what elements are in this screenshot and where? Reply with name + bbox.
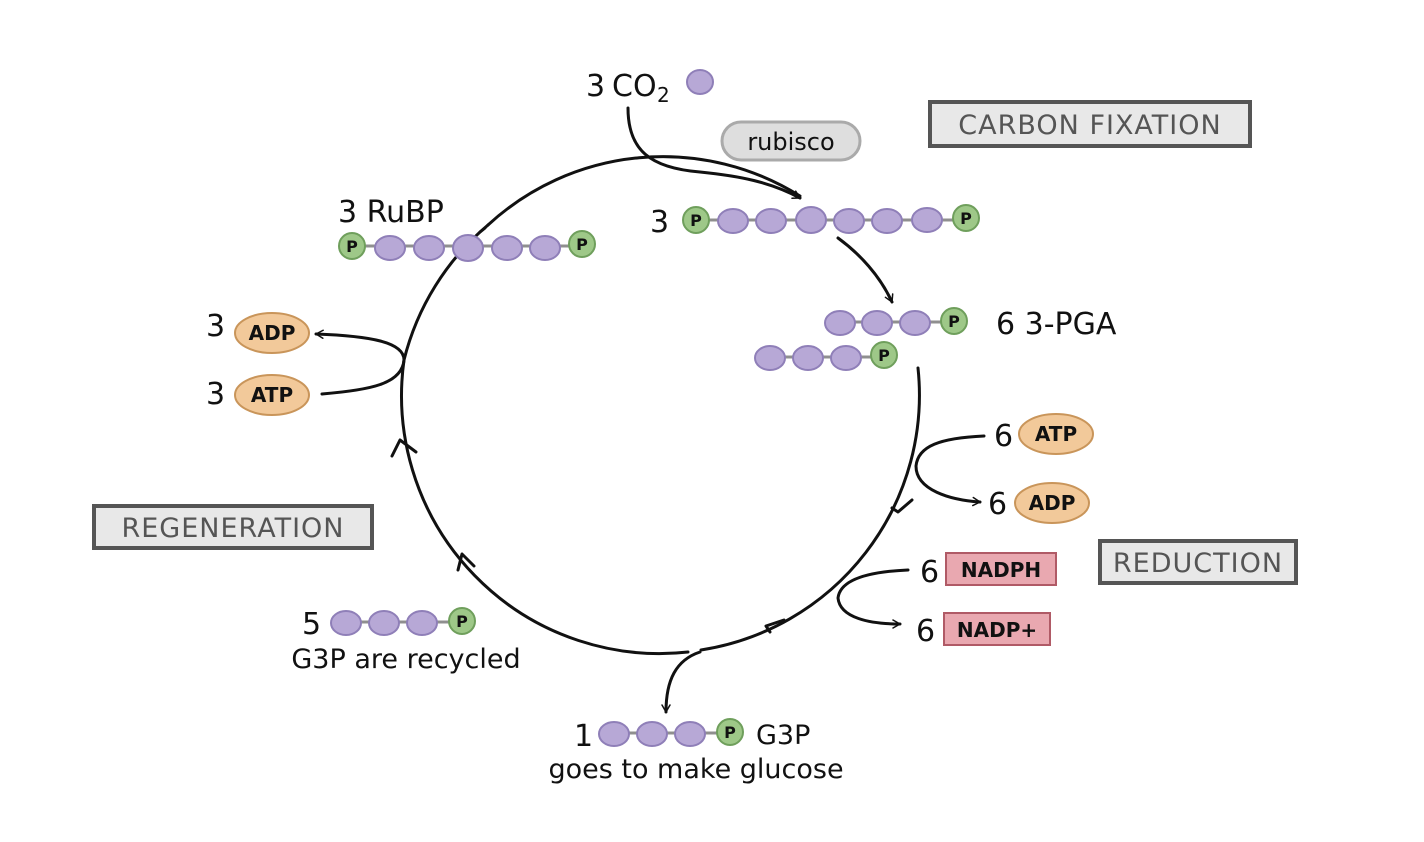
atp-pill bbox=[1018, 413, 1094, 455]
phosphate-icon bbox=[940, 307, 968, 335]
co2-subscript: 2 bbox=[657, 83, 670, 107]
regen-atp-count: 3 bbox=[206, 377, 225, 412]
svg-text:P: P bbox=[690, 211, 702, 230]
carbon-icon bbox=[792, 345, 824, 371]
co2-count: 3 bbox=[586, 69, 605, 104]
co2-input: 3 CO 2 bbox=[586, 69, 802, 200]
nadp-box bbox=[943, 612, 1051, 646]
carbon-icon bbox=[636, 721, 668, 747]
regen-atp-adp-arrow bbox=[314, 329, 406, 396]
regeneration-atp-adp: 3 ADP 3 ATP bbox=[206, 309, 406, 416]
nadph-arrow bbox=[836, 568, 910, 629]
carbon-icon bbox=[830, 345, 862, 371]
ring-chevron-icon bbox=[456, 552, 476, 572]
recycled-count: 5 bbox=[302, 607, 321, 642]
carbon-icon bbox=[406, 610, 438, 636]
reduction-adp-count: 6 bbox=[988, 487, 1007, 522]
carbon-icon bbox=[413, 235, 445, 261]
co2-label: CO bbox=[612, 69, 657, 104]
six-carbon-intermediate: 3 P P bbox=[650, 204, 980, 304]
output-caption: goes to make glucose bbox=[548, 754, 843, 785]
rubisco-label: rubisco bbox=[747, 128, 834, 156]
carbon-icon bbox=[899, 310, 931, 336]
six-carbon-count: 3 bbox=[650, 205, 669, 240]
phosphate-icon bbox=[870, 341, 898, 369]
atp-pill bbox=[234, 374, 310, 416]
regen-adp-count: 3 bbox=[206, 309, 225, 344]
carbon-icon bbox=[833, 208, 865, 234]
recycled-caption: G3P are recycled bbox=[291, 644, 520, 675]
carbon-icon bbox=[452, 234, 484, 262]
phosphate-icon bbox=[682, 206, 710, 234]
ring-chevron-icon bbox=[890, 498, 914, 514]
ring-chevron-icon bbox=[764, 618, 786, 634]
regen-atp-label: ATP bbox=[251, 383, 293, 407]
carbon-icon bbox=[861, 310, 893, 336]
carbon-icon bbox=[374, 235, 406, 261]
reduction-atp-count: 6 bbox=[994, 419, 1013, 454]
nadp-label: NADP+ bbox=[957, 618, 1037, 642]
svg-text:P: P bbox=[346, 237, 358, 256]
carbon-icon bbox=[911, 207, 943, 233]
carbon-icon bbox=[598, 721, 630, 747]
phosphate-icon bbox=[952, 204, 980, 232]
carbon-icon bbox=[368, 610, 400, 636]
reduction-nadph: 6 NADPH 6 NADP+ bbox=[836, 552, 1057, 649]
output-g3p: 1 P G3P goes to make glucose bbox=[548, 650, 844, 785]
reduction-adp-label: ADP bbox=[1029, 491, 1076, 515]
nadph-count: 6 bbox=[920, 555, 939, 590]
svg-text:P: P bbox=[878, 346, 890, 365]
phosphate-icon bbox=[716, 718, 744, 746]
nadph-label: NADPH bbox=[961, 558, 1041, 582]
pga-label: 6 3-PGA bbox=[996, 307, 1117, 342]
output-label: G3P bbox=[756, 720, 810, 751]
carbon-icon bbox=[330, 610, 362, 636]
pga-molecules: P P 6 3-PGA bbox=[754, 307, 1117, 371]
co2-arrow bbox=[626, 106, 802, 200]
adp-pill bbox=[1014, 482, 1090, 524]
stage-regeneration: REGENERATION bbox=[92, 504, 374, 550]
reduction-atp-label: ATP bbox=[1035, 422, 1077, 446]
carbon-icon bbox=[824, 310, 856, 336]
split-arrow bbox=[836, 236, 894, 304]
co2-carbon-icon bbox=[686, 69, 714, 95]
carbon-icon bbox=[529, 235, 561, 261]
stage-reduction: REDUCTION bbox=[1098, 539, 1298, 585]
output-arrow bbox=[661, 650, 702, 714]
stage-carbon-fixation: CARBON FIXATION bbox=[928, 100, 1252, 148]
stage-carbon-fixation-label: CARBON FIXATION bbox=[958, 110, 1221, 141]
atp-adp-arrow bbox=[914, 434, 986, 507]
rubp-label: 3 RuBP bbox=[338, 195, 444, 230]
recycled-g3p: 5 P G3P are recycled bbox=[291, 607, 521, 675]
reduction-atp-adp: 6 ATP 6 ADP bbox=[914, 413, 1094, 524]
carbon-icon bbox=[717, 208, 749, 234]
stage-regeneration-label: REGENERATION bbox=[121, 513, 344, 544]
rubisco-enzyme: rubisco bbox=[720, 120, 862, 162]
carbon-icon bbox=[871, 208, 903, 234]
regen-adp-label: ADP bbox=[249, 321, 296, 345]
phosphate-icon bbox=[448, 607, 476, 635]
carbon-icon bbox=[491, 235, 523, 261]
carbon-icon bbox=[754, 345, 786, 371]
svg-text:P: P bbox=[456, 612, 468, 631]
phosphate-icon bbox=[338, 232, 366, 260]
svg-text:P: P bbox=[576, 235, 588, 254]
carbon-icon bbox=[795, 206, 827, 234]
carbon-icon bbox=[755, 208, 787, 234]
output-count: 1 bbox=[574, 719, 593, 754]
svg-text:P: P bbox=[724, 723, 736, 742]
phosphate-icon bbox=[568, 230, 596, 258]
svg-text:P: P bbox=[948, 312, 960, 331]
stage-reduction-label: REDUCTION bbox=[1113, 548, 1283, 579]
svg-text:P: P bbox=[960, 209, 972, 228]
carbon-icon bbox=[674, 721, 706, 747]
nadph-box bbox=[945, 552, 1057, 586]
nadp-count: 6 bbox=[916, 614, 935, 649]
rubp-molecule: 3 RuBP P P bbox=[338, 195, 596, 262]
ring-chevron-icon bbox=[390, 438, 418, 458]
cycle-ring bbox=[390, 155, 921, 656]
adp-pill bbox=[234, 312, 310, 354]
